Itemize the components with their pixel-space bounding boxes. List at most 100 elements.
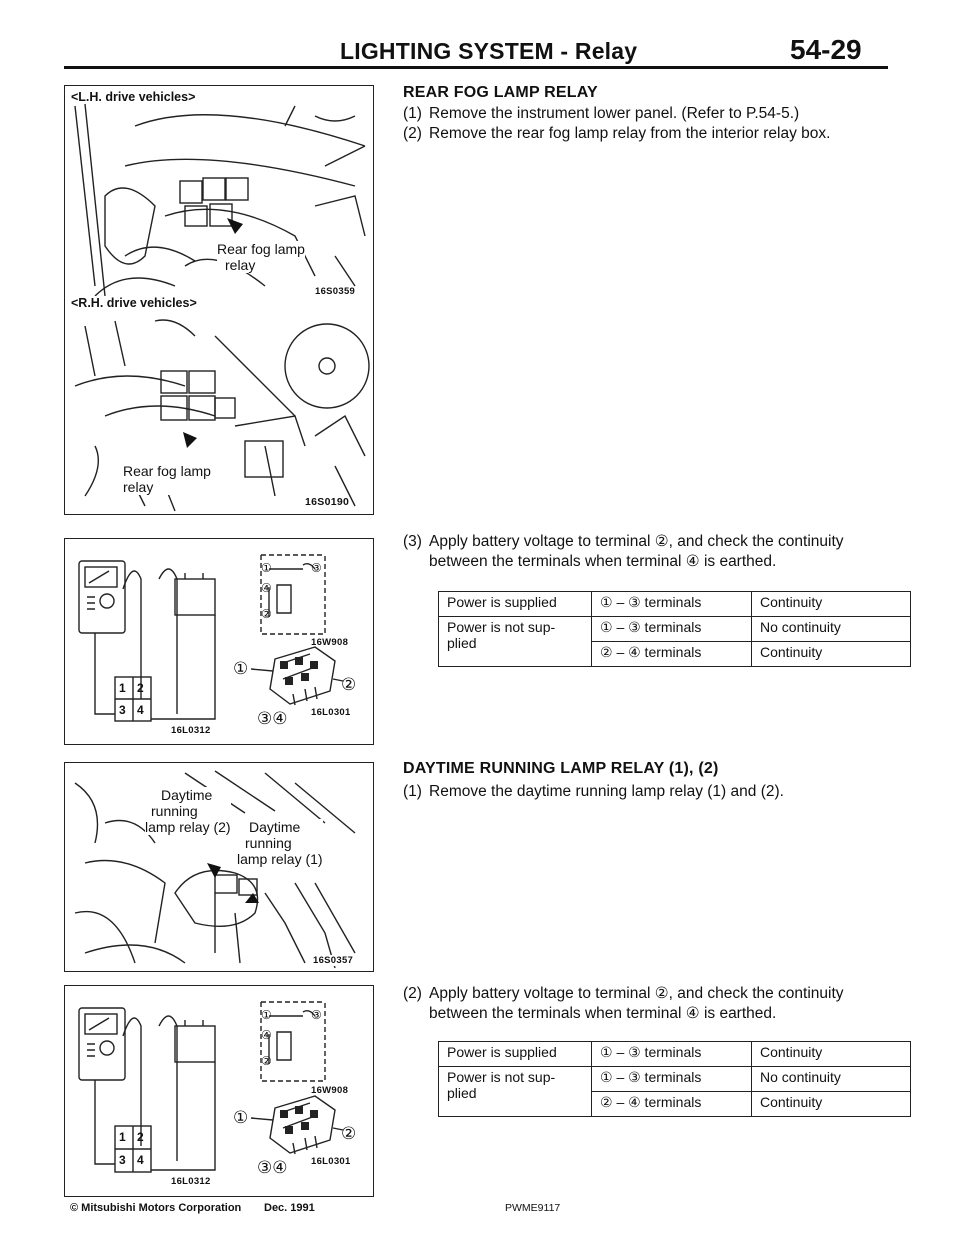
circuit-terminal-2: ②	[261, 607, 272, 621]
circuit-terminal-1: ①	[261, 561, 272, 575]
relay-terminals-3-4: ③④	[257, 1158, 288, 1177]
step-text-line-1: Apply battery voltage to terminal ②, and…	[429, 533, 844, 550]
figure-daytime-relay-test: 1 2 3 4 ① ③ ④ ② 16W908 ① ② ③④ 16L0301 16…	[64, 985, 374, 1197]
circuit-terminal-2: ②	[261, 1054, 272, 1068]
footer-copyright: © Mitsubishi Motors Corporation	[70, 1202, 242, 1214]
table-cell: No continuity	[751, 616, 911, 642]
callout-line: lamp relay (2)	[145, 819, 231, 835]
rear-fog-section-title: REAR FOG LAMP RELAY	[403, 84, 598, 101]
rh-drive-label: <R.H. drive vehicles>	[71, 296, 197, 310]
footer-date: Dec. 1991	[264, 1202, 315, 1214]
step-text-line-2: between the terminals when terminal ④ is…	[429, 553, 777, 570]
callout-line: relay	[225, 257, 256, 273]
figure-rear-fog-relay-location: <L.H. drive vehicles> Rear fog lamp rela…	[64, 85, 374, 515]
callout-line: Daytime	[161, 787, 213, 803]
meter-code: 16L0312	[171, 725, 211, 736]
socket-slot-1: 1	[119, 681, 126, 695]
daytime-figure-code: 16S0357	[313, 955, 354, 966]
table-row: Power is not sup-plied ① – ③ terminals N…	[438, 616, 911, 667]
table-cell: Power is not sup-plied	[438, 616, 592, 667]
continuity-test-illustration-2	[78, 1001, 344, 1173]
lh-drive-label: <L.H. drive vehicles>	[71, 90, 196, 104]
table-cell: ① – ③ terminals	[591, 591, 752, 617]
meter-code: 16L0312	[171, 1176, 211, 1187]
daytime-relay-illustration	[74, 770, 356, 969]
circuit-terminal-3: ③	[311, 561, 322, 575]
circuit-code: 16W908	[311, 637, 349, 648]
table-row: Power is supplied ① – ③ terminals Contin…	[438, 1041, 911, 1067]
rear-fog-continuity-table: Power is supplied ① – ③ terminals Contin…	[438, 591, 911, 667]
circuit-terminal-3: ③	[311, 1008, 322, 1022]
socket-slot-2: 2	[137, 681, 144, 695]
callout-line: lamp relay (1)	[237, 851, 323, 867]
table-cell: ① – ③ terminals	[591, 1041, 752, 1067]
rh-relay-callout: Rear fog lamp relay	[123, 463, 211, 495]
step-number: (2)	[403, 125, 422, 142]
daytime-relay-2-callout: Daytime running lamp relay (2)	[145, 787, 231, 835]
callout-line: relay	[123, 479, 154, 495]
table-cell: ① – ③ terminals	[591, 1066, 752, 1092]
cell-line: plied	[447, 1085, 477, 1101]
daytime-continuity-table: Power is supplied ① – ③ terminals Contin…	[438, 1041, 911, 1117]
socket-slot-4: 4	[137, 703, 144, 717]
relay-terminals-3-4: ③④	[257, 709, 288, 728]
callout-line: running	[151, 803, 198, 819]
lh-relay-callout: Rear fog lamp relay	[217, 241, 305, 273]
continuity-test-illustration	[78, 554, 344, 722]
rear-fog-step-3: (3) Apply battery voltage to terminal ②, …	[403, 532, 903, 572]
callout-line: Rear fog lamp	[123, 463, 211, 479]
page-number: 54-29	[790, 34, 862, 65]
socket-slot-3: 3	[119, 703, 126, 717]
table-row: ② – ④ terminals Continuity	[439, 641, 911, 667]
table-cell: ② – ④ terminals	[591, 641, 752, 667]
socket-slot-2: 2	[137, 1130, 144, 1144]
daytime-section-title: DAYTIME RUNNING LAMP RELAY (1), (2)	[403, 760, 719, 777]
step-number: (3)	[403, 533, 422, 550]
relay-code: 16L0301	[311, 707, 351, 718]
circuit-code: 16W908	[311, 1085, 349, 1096]
step-number: (1)	[403, 105, 422, 122]
rh-figure-code: 16S0190	[305, 496, 350, 508]
table-cell: No continuity	[751, 1066, 911, 1092]
step-text-line-1: Apply battery voltage to terminal ②, and…	[429, 985, 844, 1002]
header-rule	[64, 66, 888, 69]
cell-line: Power is not sup-	[447, 619, 556, 635]
cell-line: plied	[447, 635, 477, 651]
figure-daytime-relay-location: Daytime running lamp relay (2) Daytime r…	[64, 762, 374, 972]
lh-figure-code: 16S0359	[315, 286, 356, 297]
relay-location-illustration	[74, 103, 370, 512]
table-cell: ② – ④ terminals	[591, 1091, 752, 1117]
step-number: (1)	[403, 783, 422, 800]
callout-line: running	[245, 835, 292, 851]
daytime-relay-1-callout: Daytime running lamp relay (1)	[237, 819, 323, 867]
circuit-terminal-4: ④	[261, 581, 272, 595]
callout-line: Daytime	[249, 819, 301, 835]
daytime-step-2: (2)Apply battery voltage to terminal ②, …	[403, 984, 903, 1024]
rear-fog-step-2: (2) Remove the rear fog lamp relay from t…	[403, 124, 893, 144]
circuit-terminal-4: ④	[261, 1028, 272, 1042]
footer-code: PWME9117	[505, 1202, 561, 1214]
socket-slot-3: 3	[119, 1153, 126, 1167]
relay-terminal-2: ②	[341, 675, 357, 694]
relay-terminal-2: ②	[341, 1124, 357, 1143]
step-text: Remove the instrument lower panel. (Refe…	[429, 105, 800, 122]
socket-slot-4: 4	[137, 1153, 144, 1167]
table-cell: Power is not sup-plied	[438, 1066, 592, 1117]
circuit-terminal-1: ①	[261, 1008, 272, 1022]
table-row: Power is supplied ① – ③ terminals Contin…	[438, 591, 911, 617]
table-row: ② – ④ terminals Continuity	[439, 1091, 911, 1117]
step-text: Remove the daytime running lamp relay (1…	[429, 783, 784, 800]
callout-line: Rear fog lamp	[217, 241, 305, 257]
cell-line: Power is not sup-	[447, 1069, 556, 1085]
relay-terminal-1: ①	[233, 659, 249, 678]
relay-code: 16L0301	[311, 1156, 351, 1167]
table-cell: Continuity	[751, 591, 911, 617]
daytime-step-1: (1) Remove the daytime running lamp relay…	[403, 782, 893, 802]
socket-slot-1: 1	[119, 1130, 126, 1144]
table-cell: Power is supplied	[438, 591, 592, 617]
table-cell: Continuity	[751, 1041, 911, 1067]
figure-rear-fog-relay-test: 1 2 3 4 ① ③ ④ ② 16W908 ① ② ③④ 16L0301 16…	[64, 538, 374, 745]
table-cell: Power is supplied	[438, 1041, 592, 1067]
step-text: Remove the rear fog lamp relay from the …	[429, 125, 831, 142]
table-cell: Continuity	[751, 641, 911, 667]
